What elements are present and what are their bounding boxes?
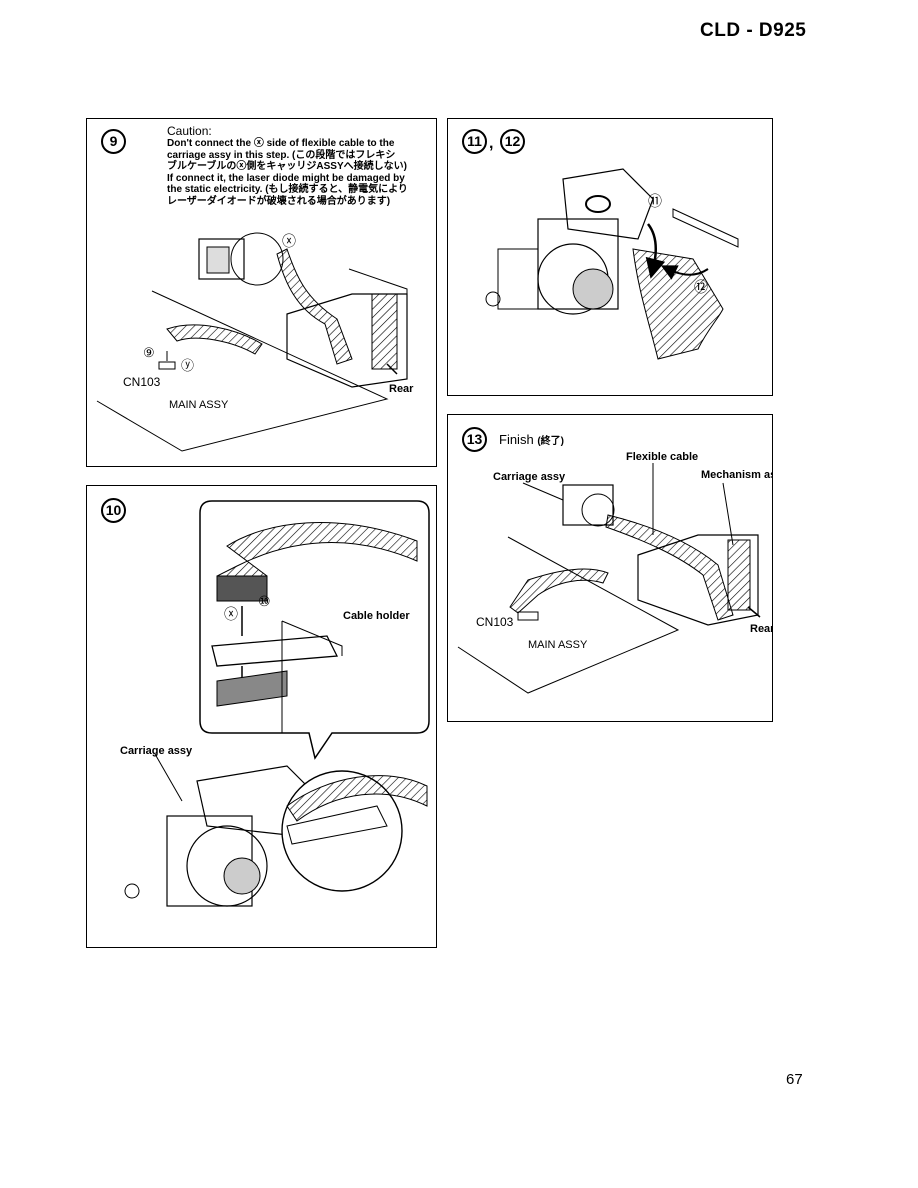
finish-jp-text: (終了) xyxy=(537,436,564,447)
caution-line: If connect it, the laser diode might be … xyxy=(167,172,405,184)
step-9-panel: 9 Caution: Don't connect the ⓧ side of f… xyxy=(86,118,437,467)
cn103-label: CN103 xyxy=(123,375,161,389)
label-11-marker: ⑪ xyxy=(648,193,662,209)
flexible-cable-label: Flexible cable xyxy=(626,451,699,463)
label-x-marker: ⓧ xyxy=(224,606,238,622)
label-12-marker: ⑫ xyxy=(694,279,708,295)
finish-label: Finish (終了) xyxy=(499,432,564,447)
main-assy-label: MAIN ASSY xyxy=(169,399,229,411)
main-assy-label: MAIN ASSY xyxy=(528,639,588,651)
caution-line: Don't connect the ⓧ side of flexible cab… xyxy=(167,138,395,149)
caution-line: レーザーダイオードが破壊される場合があります) xyxy=(167,195,391,207)
step-9-illustration xyxy=(96,232,408,452)
rear-label: Rear xyxy=(750,623,773,635)
caution-text: Don't connect the ⓧ side of flexible cab… xyxy=(167,138,432,207)
step-10-panel: 10 ⓧ ⑩ Cable holder Carriage assy xyxy=(86,485,437,948)
step-13-illustration xyxy=(457,463,761,694)
carriage-assy-label: Carriage assy xyxy=(120,745,193,757)
step-11-badge: 11 xyxy=(462,129,487,154)
label-10-marker: ⑩ xyxy=(258,593,271,609)
step-10-illustration xyxy=(124,500,430,907)
mechanism-assy-label: Mechanism assy xyxy=(701,469,772,481)
rear-label: Rear xyxy=(389,383,414,395)
step-9-badge: 9 xyxy=(101,129,126,154)
carriage-assy-label: Carriage assy xyxy=(493,471,566,483)
step-comma: , xyxy=(489,135,494,152)
step-13-badge: 13 xyxy=(462,427,487,452)
label-9-marker: ⑨ xyxy=(143,345,155,360)
step-11-12-panel: 11 , 12 ⑪ ⑫ xyxy=(447,118,773,396)
page-number: 67 xyxy=(786,1071,803,1088)
step-12-badge: 12 xyxy=(500,129,525,154)
caution-line: the static electricity. (もし接続すると、静電気により xyxy=(167,184,408,195)
caution-line: ブルケーブルのⓧ側をキャッリジASSYへ接続しない) xyxy=(167,161,407,172)
document-model-title: CLD - D925 xyxy=(700,20,807,41)
caution-title: Caution: xyxy=(167,124,212,138)
label-y-marker: ⓨ xyxy=(181,358,195,373)
cable-holder-label: Cable holder xyxy=(343,610,410,622)
caution-line: carriage assy in this step. (この段階ではフレキシ xyxy=(167,149,396,161)
label-x-marker: ⓧ xyxy=(282,233,296,249)
cn103-label: CN103 xyxy=(476,615,514,629)
step-13-panel: 13 Finish (終了) Flexible cable Carriage a… xyxy=(447,414,773,722)
step-11-12-illustration xyxy=(485,168,739,360)
finish-text: Finish xyxy=(499,432,534,447)
step-10-badge: 10 xyxy=(101,498,126,523)
